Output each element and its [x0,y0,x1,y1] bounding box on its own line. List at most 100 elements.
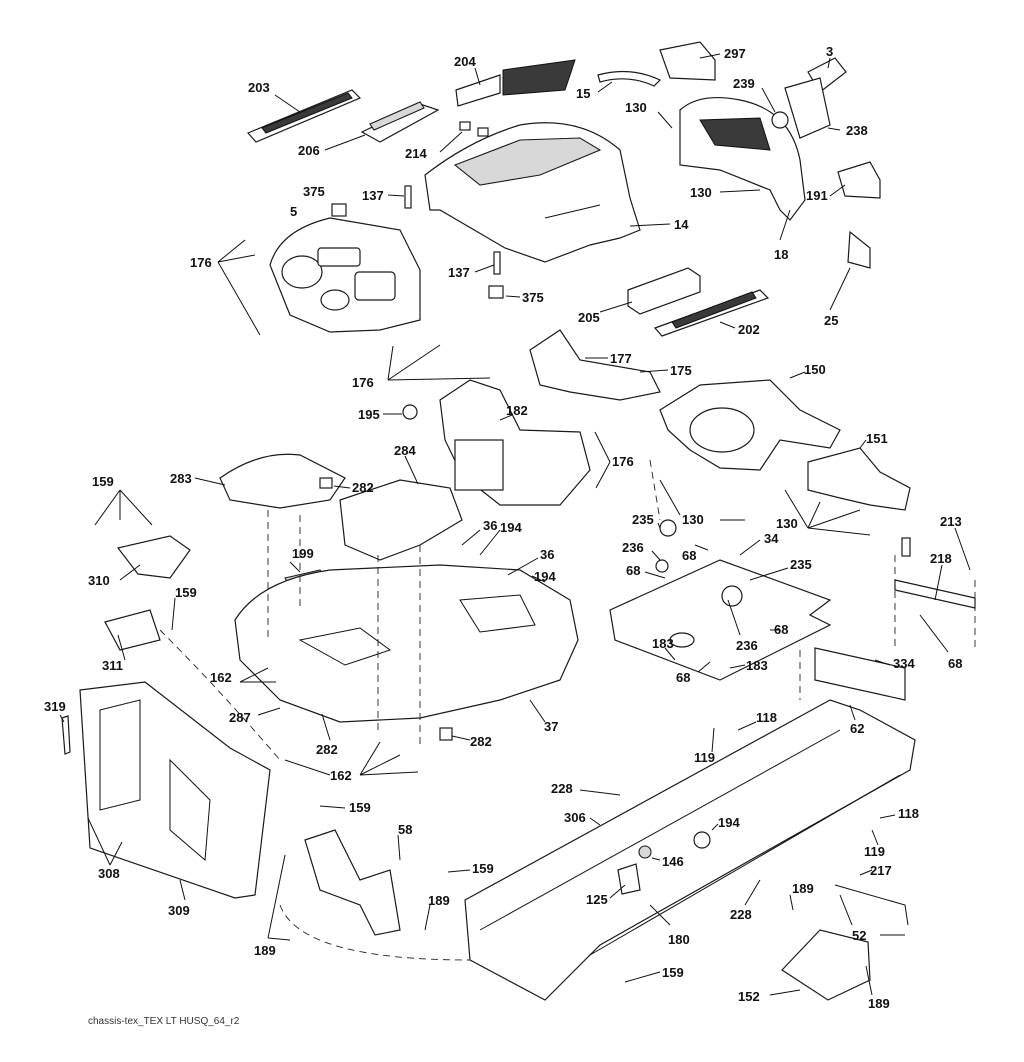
callout-36-b: 36 [540,547,554,562]
callout-152: 152 [738,989,760,1004]
callout-182: 182 [506,403,528,418]
callout-236-a: 236 [622,540,644,555]
callout-282-a: 282 [352,480,374,495]
part-58-bracket [304,829,401,936]
callout-68-a: 68 [682,548,696,563]
callout-52: 52 [852,928,866,943]
callout-162-a: 162 [210,670,232,685]
callout-130-c: 130 [682,512,704,527]
callout-203: 203 [248,80,270,95]
callout-213: 213 [940,514,962,529]
callout-235-b: 235 [790,557,812,572]
callout-176-b: 176 [352,375,374,390]
part-150-tray [659,379,841,471]
callout-204: 204 [454,54,476,69]
callout-150: 150 [804,362,826,377]
callout-235-a: 235 [632,512,654,527]
callout-5: 5 [290,204,297,219]
callout-199: 199 [292,546,314,561]
callout-3: 3 [826,44,833,59]
callout-68-d: 68 [774,622,788,637]
callout-309: 309 [168,903,190,918]
callout-14: 14 [674,217,689,232]
callout-194-b: 194 [534,569,556,584]
callout-183-a: 183 [652,636,674,651]
callout-58: 58 [398,822,412,837]
callout-25: 25 [824,313,838,328]
callout-62: 62 [850,721,864,736]
callout-217: 217 [870,863,892,878]
part-37-footrest-body [234,564,579,723]
part-235-nut [659,519,677,537]
callout-206: 206 [298,143,320,158]
callout-282-b: 282 [316,742,338,757]
callout-15: 15 [576,86,590,101]
part-218-bar [894,579,976,609]
callout-68-e: 68 [676,670,690,685]
part-213-bolt [901,537,911,557]
part-137-bottom [493,251,501,275]
callout-176-c: 176 [612,454,634,469]
callout-319: 319 [44,699,66,714]
callout-159-d: 159 [472,861,494,876]
callout-194-c: 194 [718,815,740,830]
callout-130-a: 130 [625,100,647,115]
callout-130-b: 130 [690,185,712,200]
assembly-lines [159,459,976,961]
callout-146: 146 [662,854,684,869]
callout-18: 18 [774,247,788,262]
part-206-bracket [360,101,440,143]
callout-214: 214 [405,146,427,161]
part-151-bracket [807,447,911,511]
part-146-bushing [638,845,652,859]
callout-118-b: 118 [898,806,919,821]
callout-37: 37 [544,719,558,734]
part-180-frame [464,699,916,1001]
callout-118-a: 118 [756,710,777,725]
part-236-washer [655,559,669,573]
callout-176-a: 176 [190,255,212,270]
part-319-pin [61,715,71,755]
callout-119-a: 119 [694,750,715,765]
part-191-pad [837,161,881,199]
callout-236-b: 236 [736,638,758,653]
part-203-grille-strip [246,89,362,143]
callout-159-a: 159 [92,474,114,489]
callout-189-c: 189 [254,943,276,958]
callout-205: 205 [578,310,600,325]
callout-218: 218 [930,551,952,566]
part-214-clips [459,121,489,137]
callout-375-b: 375 [522,290,544,305]
callouts: 203 204 297 3 15 239 130 238 206 214 375… [44,44,971,1011]
diagram-caption: chassis-tex_TEX LT HUSQ_64_r2 [88,1016,240,1027]
callout-189-a: 189 [428,893,450,908]
part-14-hood [424,122,641,263]
part-283-cover [219,453,346,509]
part-18-front-housing [679,96,806,221]
part-175-bracket [529,329,661,401]
callout-159-e: 159 [662,965,684,980]
callout-36-a: 36 [483,518,497,533]
callout-137-b: 137 [448,265,470,280]
callout-282-c: 282 [470,734,492,749]
callout-68-b: 68 [626,563,640,578]
part-202-grille [653,289,770,337]
callout-228-a: 228 [551,781,573,796]
part-182-lower-panel [439,379,591,506]
callout-228-b: 228 [730,907,752,922]
callout-159-b: 159 [175,585,197,600]
callout-311: 311 [102,658,123,673]
callout-68-c: 68 [948,656,962,671]
part-217-rod [834,884,909,926]
part-194-nut [693,831,711,849]
callout-125: 125 [586,892,608,907]
callout-202: 202 [738,322,760,337]
callout-177: 177 [610,351,632,366]
callout-194-a: 194 [500,520,522,535]
callout-119-b: 119 [864,844,885,859]
callout-284: 284 [394,443,416,458]
callout-159-c: 159 [349,800,371,815]
callout-195: 195 [358,407,380,422]
callout-175: 175 [670,363,692,378]
